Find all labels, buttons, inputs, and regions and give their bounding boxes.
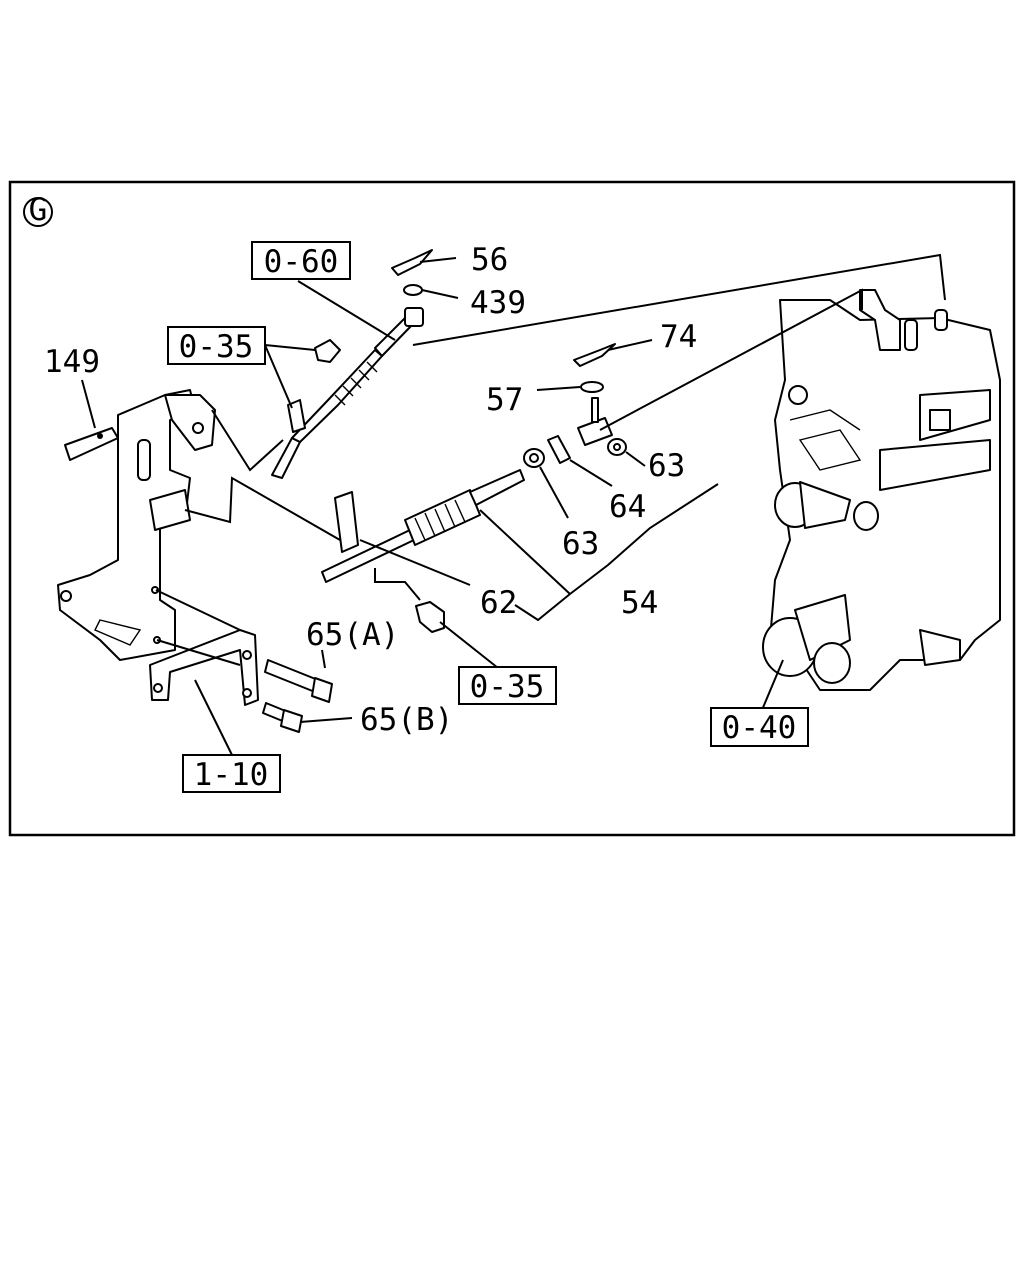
ref-box-110: 1-10 — [182, 754, 281, 793]
section-symbol-letter: G — [29, 192, 48, 228]
ref-label-035-bottom: 0-35 — [470, 669, 545, 705]
part-label-56: 56 — [471, 242, 508, 278]
leader-lines — [81, 253, 946, 756]
section-symbol: G — [23, 192, 53, 228]
upper-cable — [271, 249, 433, 479]
transmission-housing — [762, 289, 1001, 691]
ref-label-040: 0-40 — [722, 710, 797, 746]
nut-63-left — [523, 448, 545, 468]
part-label-63-left: 63 — [562, 526, 599, 562]
ref-box-035-top: 0-35 — [167, 326, 266, 365]
clamp-57 — [577, 381, 613, 446]
bolt-65a — [264, 659, 333, 703]
bolt-bottom — [415, 601, 445, 633]
part-label-62: 62 — [480, 585, 517, 621]
ref-label-110: 1-10 — [194, 757, 269, 793]
part-label-63-right: 63 — [648, 448, 685, 484]
ref-label-035-top: 0-35 — [179, 329, 254, 365]
part-label-439: 439 — [470, 285, 526, 321]
ref-box-035-bottom: 0-35 — [458, 666, 557, 705]
ref-label-060: 0-60 — [264, 244, 339, 280]
part-label-74: 74 — [660, 319, 697, 355]
diagram-frame — [8, 180, 1016, 837]
lower-bracket — [149, 629, 259, 706]
part-label-65b: 65(B) — [360, 702, 453, 738]
pedal-bracket — [57, 389, 216, 661]
part-label-65a: 65(A) — [306, 617, 399, 653]
part-label-57: 57 — [486, 382, 523, 418]
ref-box-040: 0-40 — [710, 707, 809, 747]
part-label-64: 64 — [609, 489, 646, 525]
cotter-pin-74 — [573, 343, 616, 367]
ref-box-060: 0-60 — [251, 241, 351, 280]
bolt-65b — [262, 702, 303, 733]
plate-64 — [547, 435, 571, 464]
nut-63-right — [607, 438, 627, 456]
part-label-149: 149 — [44, 344, 100, 380]
control-cable — [321, 469, 525, 583]
part-label-54: 54 — [621, 585, 658, 621]
plate-149 — [64, 427, 119, 461]
